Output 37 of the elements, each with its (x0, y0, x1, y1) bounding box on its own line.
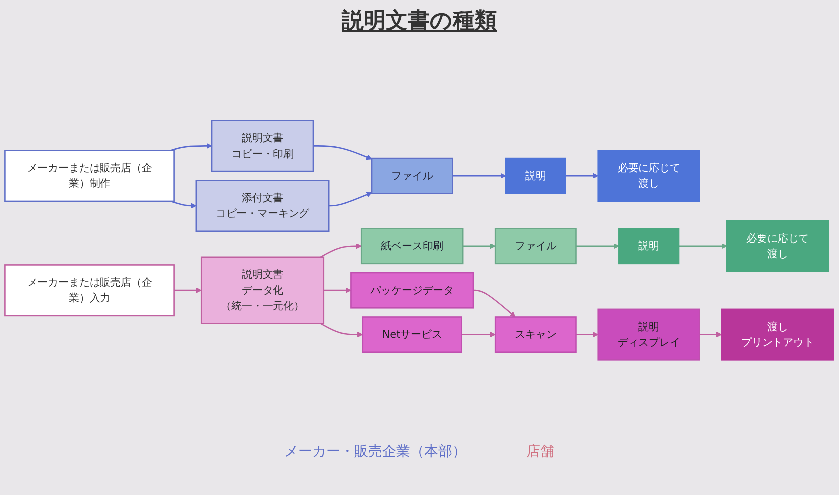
arrow (576, 332, 599, 338)
arrow (463, 244, 496, 250)
arrow (313, 146, 372, 160)
node-box: メーカーまたは販売店（企業）入力 (4, 264, 175, 317)
range-label: 店舗 (526, 443, 554, 461)
node-box: 説明文書 データ化 （統一・一元化） (200, 256, 325, 324)
range-label: メーカー・販売企業（本部） (284, 443, 466, 461)
node-box: 説明 (618, 228, 680, 265)
arrow (324, 288, 352, 294)
arrow (170, 143, 212, 152)
node-box: Netサービス (362, 316, 462, 354)
arrow (700, 332, 722, 338)
arrow (170, 200, 197, 209)
arrow (473, 290, 516, 318)
node-box: 添付文書 コピー・マーキング (196, 180, 330, 232)
arrow (329, 192, 372, 207)
node-box: 説明文書 コピー・印刷 (211, 120, 314, 172)
node-box: メーカーまたは販売店（企業）制作 (4, 150, 175, 202)
diagram-title: 説明文書の種類 (340, 8, 498, 36)
node-box: 説明 ディスプレイ (598, 308, 700, 361)
arrow (576, 244, 620, 250)
node-box: 必要に応じて 渡し (726, 220, 830, 272)
arrow (320, 323, 364, 338)
node-box: 説明 (505, 158, 566, 194)
arrow (452, 173, 506, 179)
node-box: 渡し プリントアウト (721, 308, 834, 361)
node-box: ファイル (494, 228, 577, 265)
node-box: スキャン (494, 316, 577, 354)
node-box: 紙ベース印刷 (360, 228, 464, 265)
arrow (320, 244, 362, 258)
node-box: パッケージデータ (350, 272, 474, 309)
node-box: 必要に応じて 渡し (598, 150, 700, 202)
arrow (174, 288, 202, 294)
arrow (462, 332, 496, 338)
node-box: ファイル (371, 158, 454, 194)
arrow (679, 244, 728, 250)
arrow (566, 173, 599, 179)
